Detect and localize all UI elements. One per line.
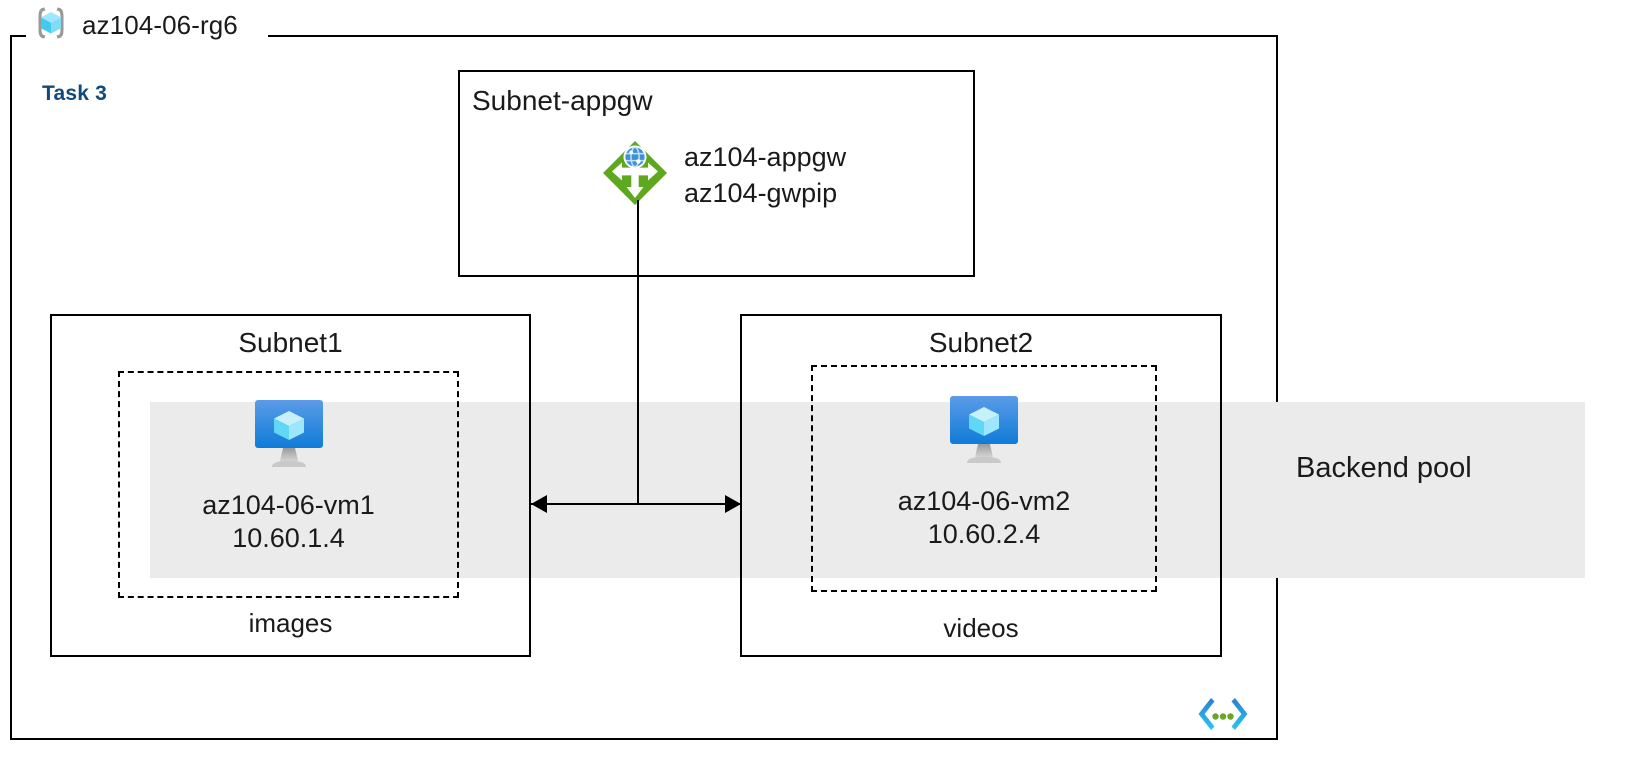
appgw-public-ip-name: az104-gwpip: [684, 177, 838, 208]
subnet1-box: [50, 314, 531, 657]
subnet1-vm-ip: 10.60.1.4: [232, 522, 345, 553]
resource-group-header: az104-06-rg6: [26, 4, 244, 47]
subnet1-vm-name: az104-06-vm1: [202, 490, 375, 520]
application-gateway-icon: [600, 138, 670, 213]
backend-pool-label: Backend pool: [1296, 452, 1472, 484]
subnet-appgw-title: Subnet-appgw: [472, 85, 653, 116]
backend-pool-band: [150, 402, 1585, 578]
application-gateway-node[interactable]: az104-appgw az104-gwpip: [600, 138, 846, 213]
subnet-appgw-box: [458, 70, 975, 277]
subnet-interconnect-line: [531, 503, 741, 505]
code-brackets-icon: [1197, 696, 1249, 732]
subnet2-vm-ip: 10.60.2.4: [927, 518, 1041, 549]
subnet1-footer-label: images: [248, 608, 333, 638]
resource-group-cube-icon: [32, 4, 70, 47]
subnet2-footer-label: videos: [943, 613, 1019, 643]
virtual-machine-icon: [946, 394, 1022, 471]
resource-group-border-left: [10, 35, 12, 740]
appgw-resource-name: az104-appgw: [684, 141, 847, 172]
subnet2-vm-name: az104-06-vm2: [897, 486, 1071, 516]
subnet1-title: Subnet1: [238, 327, 343, 358]
resource-group-name: az104-06-rg6: [82, 10, 238, 40]
resource-group-border-top-right: [268, 35, 1278, 37]
resource-group-border-right: [1276, 35, 1278, 740]
resource-group-border-top-left: [10, 35, 28, 37]
subnet2-box: [740, 314, 1222, 657]
virtual-machine-icon: [251, 398, 327, 475]
subnet2-title: Subnet2: [928, 327, 1034, 358]
subnet1-vm-group: [118, 371, 459, 598]
subnet2-vm-node[interactable]: az104-06-vm2 10.60.2.4: [811, 394, 1157, 551]
subnet1-vm-node[interactable]: az104-06-vm1 10.60.1.4: [118, 398, 459, 555]
subnet2-vm-group: [811, 365, 1157, 592]
application-gateway-labels: az104-appgw az104-gwpip: [684, 140, 846, 212]
task-label: Task 3: [42, 82, 108, 105]
appgw-to-backend-connector: [637, 200, 639, 504]
resource-group-border-bottom: [10, 738, 1278, 740]
arrow-head-right-icon: [725, 495, 741, 513]
arrow-head-left-icon: [531, 495, 547, 513]
